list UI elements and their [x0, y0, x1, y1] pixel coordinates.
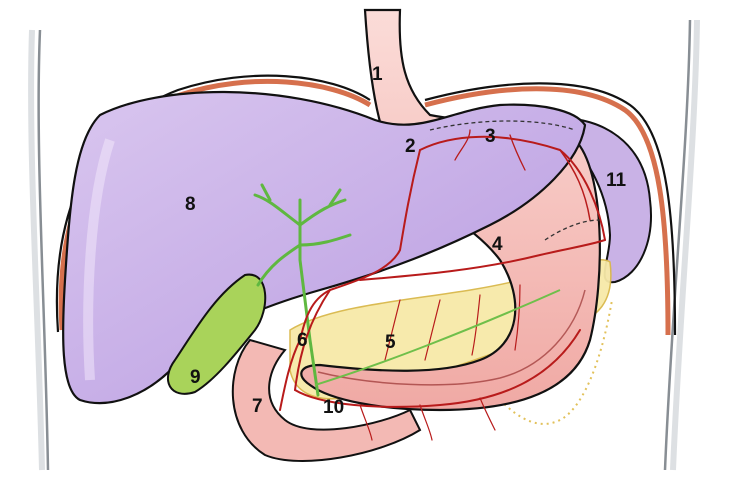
label-2: 2 — [405, 136, 416, 157]
hidden-vessels — [429, 120, 601, 241]
body-wall — [28, 19, 700, 471]
label-3: 3 — [485, 126, 496, 147]
pancreatic-duct — [314, 289, 561, 386]
duodenum — [231, 338, 422, 462]
label-11: 11 — [606, 170, 627, 191]
label-10: 10 — [323, 397, 344, 418]
label-1: 1 — [372, 64, 383, 85]
label-6: 6 — [297, 330, 308, 351]
gallbladder — [166, 273, 267, 395]
spleen — [559, 116, 652, 284]
label-5: 5 — [385, 332, 396, 353]
label-4: 4 — [492, 234, 503, 255]
liver — [62, 90, 587, 405]
label-9: 9 — [190, 367, 201, 388]
labels: 1 2 3 4 5 6 7 8 9 10 11 — [185, 64, 627, 418]
bile-ducts — [253, 183, 352, 397]
label-7: 7 — [252, 396, 263, 417]
label-8: 8 — [185, 194, 196, 215]
arteries — [279, 129, 606, 441]
